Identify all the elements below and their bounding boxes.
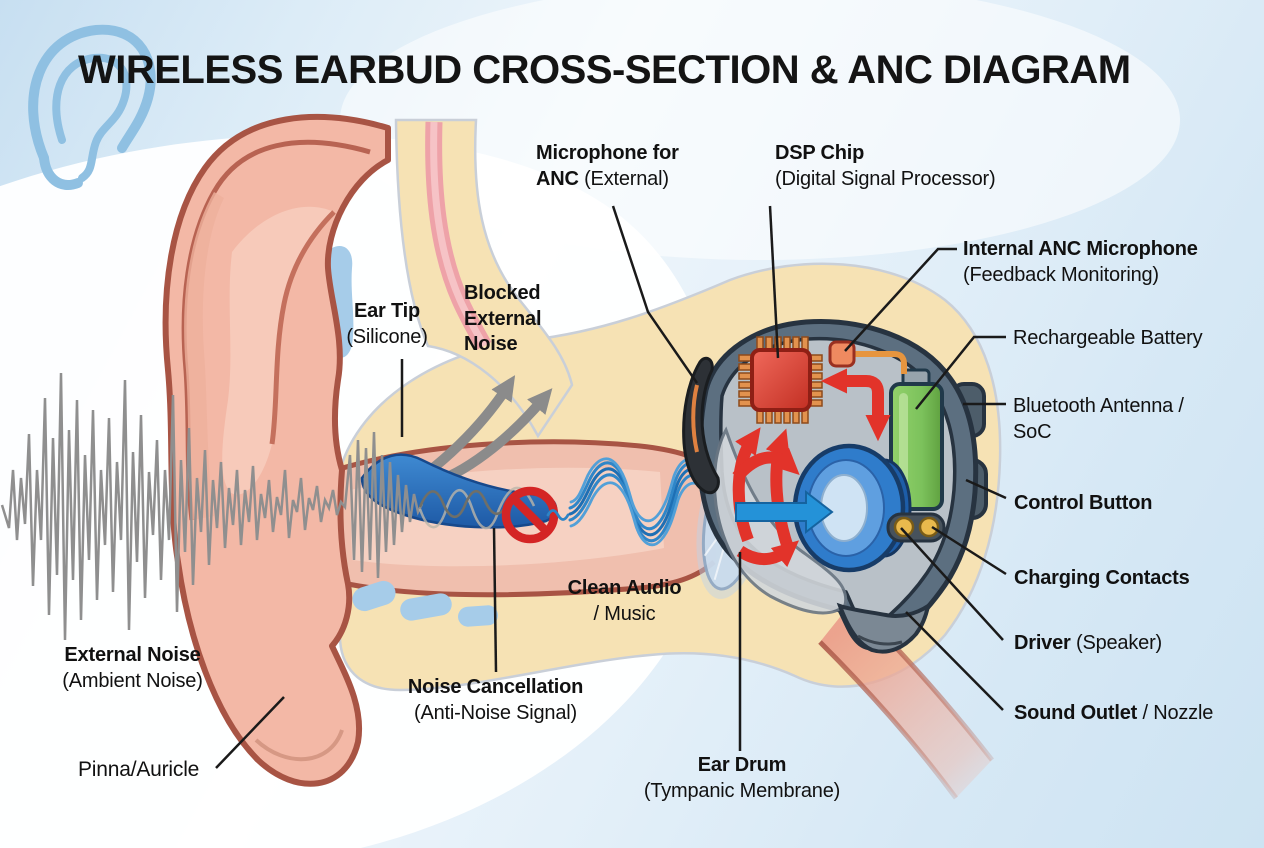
label-blocked-noise: Blocked External Noise [464, 282, 542, 356]
earbud [682, 319, 988, 654]
leader-driver [900, 527, 1004, 641]
mic-battery-wire [854, 351, 907, 374]
label-dsp-chip: DSP Chip(Digital Signal Processor) [775, 142, 996, 190]
label-noise-cancellation: Noise Cancellation(Anti-Noise Signal) [407, 676, 584, 724]
external-mic [682, 356, 720, 495]
leader-noise-cancellation [492, 527, 498, 673]
label-driver: Driver (Speaker) [1014, 632, 1162, 654]
prohibition-icon [501, 486, 559, 544]
label-ear-drum: Ear Drum(Tympanic Membrane) [643, 754, 841, 802]
label-microphone-anc: Microphone for ANC (External) [536, 142, 679, 190]
leader-battery [915, 335, 1006, 410]
label-control-button: Control Button [1014, 492, 1153, 514]
label-clean-audio: Clean Audio/ Music [567, 577, 682, 625]
cartilage-patches [325, 246, 498, 627]
leader-pinna [215, 696, 285, 769]
external-noise-waveform [0, 372, 424, 641]
pinna [162, 114, 391, 787]
label-sound-outlet: Sound Outlet / Nozzle [1014, 702, 1214, 724]
leader-dsp-chip [768, 205, 780, 359]
label-pinna: Pinna/Auricle [78, 758, 200, 781]
ear-outline-icon [28, 24, 156, 190]
audio-arrow [735, 489, 834, 535]
charging-contacts-pads [886, 512, 946, 543]
leader-charging-contacts [931, 525, 1007, 576]
label-external-noise: External Noise(Ambient Noise) [62, 644, 203, 692]
label-bluetooth: Bluetooth Antenna / SoC [1013, 395, 1184, 443]
label-ear-tip: Ear Tip(Silicone) [346, 300, 428, 348]
anc-signal-arrows [732, 368, 891, 568]
leader-lines [215, 205, 1007, 769]
leader-microphone-anc [611, 205, 699, 384]
leader-sound-outlet [905, 611, 1004, 711]
page-title: WIRELESS EARBUD CROSS-SECTION & ANC DIAG… [78, 48, 1131, 92]
anti-noise-waves [418, 486, 536, 530]
sound-outlet-nozzle [836, 601, 931, 654]
leader-control-button [965, 478, 1007, 500]
label-battery: Rechargeable Battery [1013, 327, 1203, 349]
leader-internal-mic [844, 247, 957, 352]
label-charging-contacts: Charging Contacts [1014, 567, 1190, 589]
label-internal-mic: Internal ANC Microphone(Feedback Monitor… [963, 238, 1198, 286]
